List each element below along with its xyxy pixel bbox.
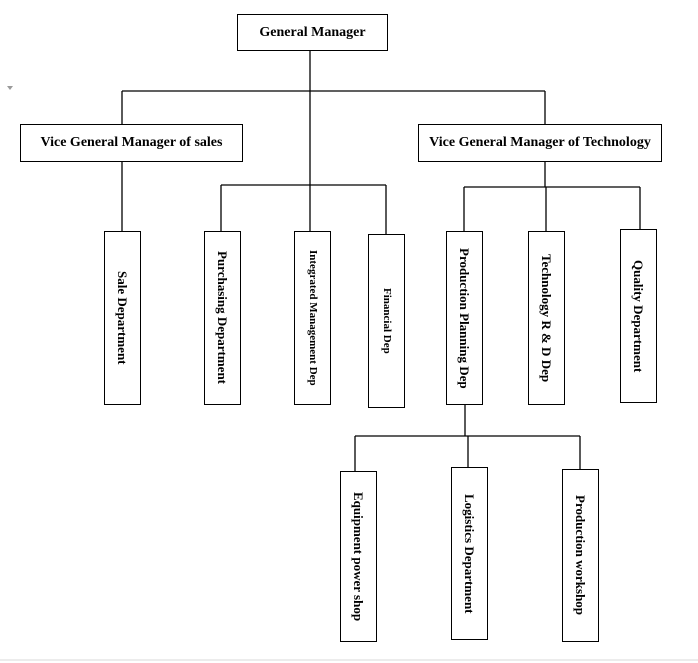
- financial-dep-box: Financial Dep: [368, 234, 405, 408]
- vice-gm-sales-label: Vice General Manager of sales: [40, 135, 223, 150]
- logistics-department-label: Logistics Department: [462, 493, 477, 614]
- equipment-power-shop-box: Equipment power shop: [340, 471, 377, 642]
- integrated-management-label: Integrated Management Dep: [307, 250, 319, 386]
- purchasing-department-label: Purchasing Department: [215, 251, 230, 385]
- financial-dep-label: Financial Dep: [381, 288, 393, 354]
- vice-gm-technology-box: Vice General Manager of Technology: [418, 124, 662, 162]
- production-planning-box: Production Planning Dep: [446, 231, 483, 405]
- production-workshop-label: Production workshop: [573, 495, 588, 616]
- general-manager-box: General Manager: [237, 14, 388, 51]
- technology-rd-box: Technology R & D Dep: [528, 231, 565, 405]
- sale-department-box: Sale Department: [104, 231, 141, 405]
- purchasing-department-box: Purchasing Department: [204, 231, 241, 405]
- production-workshop-box: Production workshop: [562, 469, 599, 642]
- ruler-marker-icon: [7, 86, 13, 90]
- production-planning-label: Production Planning Dep: [457, 247, 472, 389]
- logistics-department-box: Logistics Department: [451, 467, 488, 640]
- vice-gm-sales-box: Vice General Manager of sales: [20, 124, 243, 162]
- general-manager-label: General Manager: [259, 24, 366, 40]
- quality-department-box: Quality Department: [620, 229, 657, 403]
- vice-gm-technology-label: Vice General Manager of Technology: [429, 135, 651, 150]
- quality-department-label: Quality Department: [631, 259, 646, 373]
- sale-department-label: Sale Department: [115, 271, 130, 365]
- technology-rd-label: Technology R & D Dep: [539, 253, 554, 383]
- integrated-management-box: Integrated Management Dep: [294, 231, 331, 405]
- equipment-power-shop-label: Equipment power shop: [351, 491, 366, 622]
